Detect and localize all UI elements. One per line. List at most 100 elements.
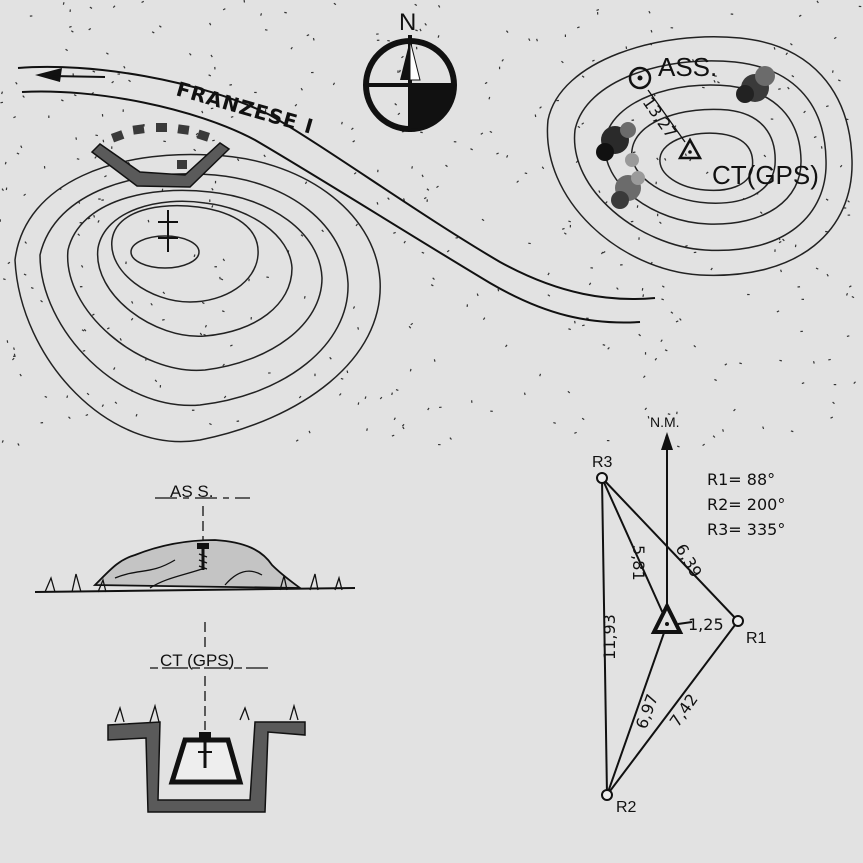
speckle-mark — [588, 282, 592, 286]
speckle-mark — [826, 273, 829, 277]
speckle-mark — [801, 382, 805, 385]
speckle-mark — [426, 188, 430, 191]
speckle-mark — [419, 28, 422, 32]
speckle-mark — [536, 38, 538, 42]
speckle-mark — [561, 227, 565, 230]
speckle-mark — [717, 81, 720, 84]
north-compass-icon — [363, 35, 457, 132]
speckle-mark — [528, 38, 531, 42]
line-r3-r1 — [601, 477, 739, 622]
speckle-mark — [837, 79, 841, 82]
speckle-mark — [693, 344, 697, 348]
speckle-mark — [561, 60, 564, 64]
speckle-mark — [796, 172, 800, 174]
speckle-mark — [13, 116, 16, 119]
speckle-mark — [357, 327, 360, 330]
speckle-mark — [553, 422, 556, 424]
speckle-mark — [402, 426, 405, 430]
speckle-mark — [642, 375, 646, 379]
speckle-mark — [81, 329, 85, 332]
speckle-mark — [403, 240, 406, 244]
right-hill-contours — [546, 36, 853, 277]
speckle-mark — [539, 106, 542, 109]
ct-section-label: CT (GPS) — [160, 651, 234, 670]
speckle-mark — [759, 211, 763, 214]
speckle-mark — [208, 74, 212, 77]
speckle-mark — [30, 286, 34, 289]
speckle-mark — [539, 373, 542, 377]
speckle-mark — [568, 220, 571, 223]
speckle-mark — [1, 440, 4, 443]
speckle-mark — [366, 428, 368, 431]
speckle-mark — [547, 272, 550, 276]
speckle-mark — [722, 429, 724, 432]
r2-label: R2 — [616, 799, 637, 816]
speckle-mark — [501, 58, 504, 62]
speckle-mark — [308, 430, 311, 434]
speckle-mark — [89, 6, 93, 9]
magnetic-north-arrow-icon — [661, 432, 673, 450]
speckle-mark — [848, 285, 852, 288]
speckle-mark — [489, 130, 493, 134]
line-ct-r1 — [677, 621, 693, 625]
speckle-mark — [712, 435, 716, 438]
line-ct-r2 — [606, 629, 666, 796]
speckle-mark — [94, 156, 97, 159]
speckle-mark — [410, 322, 414, 326]
speckle-mark — [812, 361, 815, 364]
speckle-mark — [151, 31, 155, 34]
speckle-mark — [523, 392, 526, 396]
speckle-mark — [4, 161, 7, 165]
speckle-mark — [581, 75, 585, 78]
speckle-mark — [106, 52, 109, 55]
speckle-mark — [65, 48, 68, 52]
speckle-mark — [97, 220, 100, 223]
speckle-mark — [433, 359, 436, 362]
speckle-mark — [329, 356, 332, 360]
speckle-mark — [222, 8, 226, 11]
speckle-mark — [427, 407, 430, 411]
speckle-mark — [851, 295, 855, 299]
map-distance-label: 13,27 — [639, 93, 681, 141]
speckle-mark — [312, 37, 315, 41]
speckle-mark — [1, 188, 4, 192]
speckle-mark — [596, 9, 600, 12]
speckle-mark — [92, 70, 96, 73]
speckle-mark — [201, 301, 205, 305]
speckle-mark — [790, 430, 794, 433]
speckle-mark — [306, 34, 310, 37]
speckle-mark — [128, 79, 131, 83]
speckle-mark — [230, 116, 234, 118]
line-r3-r2 — [601, 477, 608, 796]
speckle-mark — [102, 139, 105, 143]
speckle-mark — [391, 392, 393, 396]
speckle-mark — [387, 197, 390, 200]
speckle-mark — [101, 404, 104, 408]
speckle-mark — [85, 413, 89, 417]
speckle-mark — [290, 46, 293, 50]
speckle-mark — [664, 157, 667, 161]
speckle-mark — [222, 363, 225, 367]
speckle-mark — [7, 261, 11, 265]
speckle-mark — [505, 30, 509, 33]
speckle-mark — [568, 328, 571, 331]
speckle-mark — [229, 344, 233, 347]
speckle-mark — [162, 291, 166, 295]
speckle-mark — [648, 10, 651, 14]
speckle-mark — [733, 408, 736, 412]
speckle-mark — [158, 25, 162, 28]
speckle-mark — [739, 362, 742, 365]
reference-diagram: N.M. R3 R1 R2 R1= 88° R2= 200° R3= 335° … — [592, 414, 785, 816]
north-label: N — [399, 9, 416, 36]
speckle-mark — [602, 250, 606, 254]
speckle-mark — [782, 238, 785, 242]
speckle-mark — [357, 402, 360, 405]
speckle-mark — [295, 439, 299, 442]
speckle-mark — [497, 288, 500, 292]
speckle-mark — [661, 285, 665, 288]
speckle-mark — [654, 357, 658, 361]
speckle-mark — [436, 185, 439, 189]
speckle-mark — [212, 139, 215, 142]
speckle-mark — [482, 317, 486, 321]
speckle-mark — [17, 443, 20, 446]
